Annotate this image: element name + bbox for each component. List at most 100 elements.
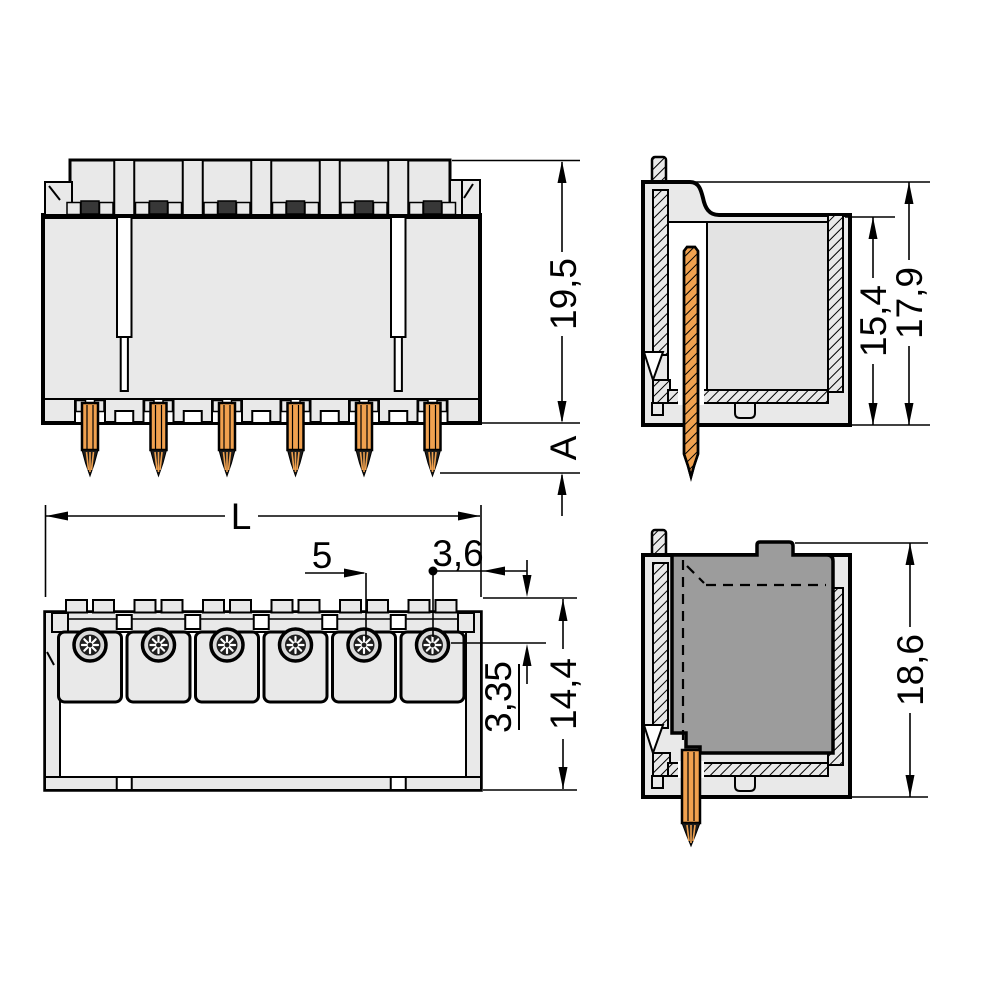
dim-label-L: L	[231, 496, 252, 537]
rect-shape	[119, 336, 129, 392]
rect-shape	[51, 612, 69, 633]
cap-tab	[98, 201, 114, 216]
keying-window	[184, 614, 202, 630]
dim-inner-height: 15,4	[690, 181, 930, 426]
cap-tab	[134, 201, 150, 216]
line-shape	[46, 651, 55, 666]
pin-tip-streak	[159, 451, 163, 471]
contact-center	[293, 642, 298, 648]
polygon-shape	[522, 575, 532, 597]
rect-shape	[651, 775, 664, 789]
polygon-shape	[557, 161, 567, 183]
cap-tab	[203, 201, 219, 216]
rect-shape	[457, 612, 475, 633]
dim-pitch: 5	[305, 535, 367, 637]
rect-shape	[653, 563, 668, 728]
polygon-shape	[557, 401, 567, 423]
pin-tip-streak	[296, 451, 300, 471]
pin-tip-streak	[291, 451, 295, 471]
pin-tip-streak	[364, 451, 369, 471]
keying-window	[115, 614, 133, 630]
rect-shape	[651, 402, 664, 416]
path-shape	[686, 565, 705, 584]
pin-tip-streak	[85, 451, 90, 471]
section-cavity	[706, 221, 829, 391]
section-latch	[642, 351, 665, 384]
bottom-notch	[388, 410, 409, 424]
bottom-notch	[251, 410, 272, 424]
polygon-shape	[522, 644, 532, 666]
solder-pin	[423, 401, 442, 452]
face-tab	[133, 599, 157, 614]
polygon-shape	[868, 403, 878, 425]
pin-tip-streak	[90, 451, 95, 471]
polygon-shape	[904, 403, 914, 425]
polygon-shape	[46, 511, 68, 521]
contact-center	[87, 642, 93, 648]
pin-tip-streak	[359, 451, 364, 471]
keying-slot-right	[390, 216, 407, 338]
cap-divider	[387, 159, 410, 216]
cap-tab	[271, 201, 287, 216]
mated-pcb-tab	[734, 775, 756, 792]
contact-center	[430, 642, 435, 648]
polygon-shape	[868, 217, 878, 239]
latch-window	[148, 200, 169, 215]
dim-total-length: L	[44, 496, 482, 597]
cap-tab	[66, 201, 82, 216]
path-shape	[684, 247, 698, 477]
dim-label-A: A	[543, 435, 584, 460]
path-shape	[682, 245, 700, 482]
line-shape	[463, 183, 474, 199]
face-tab	[366, 599, 389, 614]
solder-pin	[149, 401, 168, 452]
face-tab	[297, 599, 321, 614]
polygon-shape	[653, 753, 670, 776]
line-shape	[692, 824, 696, 842]
polygon-shape	[558, 767, 568, 789]
keying-slot-left	[116, 216, 133, 338]
cap-divider	[250, 159, 273, 216]
polygon-shape	[483, 566, 505, 576]
dim-row-offset: 3,35	[451, 560, 577, 733]
polygon-shape	[557, 473, 567, 495]
face-tab	[92, 599, 115, 614]
section-pcb-tab	[734, 402, 756, 419]
bottom-notch	[182, 410, 203, 424]
front-cap-cells	[66, 159, 457, 216]
cap-tab	[372, 201, 388, 216]
mated-latch	[642, 724, 665, 757]
face-tab	[434, 599, 458, 614]
dim-label-5: 5	[312, 535, 333, 576]
solder-pin	[217, 401, 237, 452]
back-notch	[389, 776, 407, 791]
polygon-shape	[904, 182, 914, 204]
polygon-shape	[905, 543, 915, 565]
face-tab	[270, 599, 294, 614]
pin-tip-streak	[154, 451, 158, 471]
rect-shape	[668, 390, 828, 403]
dim-label-19-5: 19,5	[543, 258, 584, 330]
dim-label-3-35: 3,35	[478, 661, 519, 733]
cap-tab	[441, 201, 457, 216]
dim-front-height: 19,5	[452, 159, 584, 424]
cap-tab	[304, 201, 320, 216]
cap-divider	[113, 159, 136, 216]
cap-tab	[340, 201, 356, 216]
pin-tip-streak	[428, 451, 432, 471]
section-view	[641, 155, 852, 482]
dim-edge-offset: 3,6	[428, 533, 527, 637]
bottom-notch	[114, 410, 135, 424]
face-tab	[160, 599, 184, 614]
dim-label-17-9: 17,9	[889, 267, 930, 339]
dim-label-18-6: 18,6	[890, 634, 931, 706]
keying-window	[389, 614, 407, 630]
dim-label-3-6: 3,6	[432, 533, 483, 574]
pin-tip-streak	[222, 451, 227, 471]
pin-tip-streak	[227, 451, 232, 471]
dim-label-15-4: 15,4	[853, 285, 894, 357]
face-tab	[339, 599, 362, 614]
latch-window	[422, 200, 443, 215]
contact-center	[224, 642, 230, 648]
